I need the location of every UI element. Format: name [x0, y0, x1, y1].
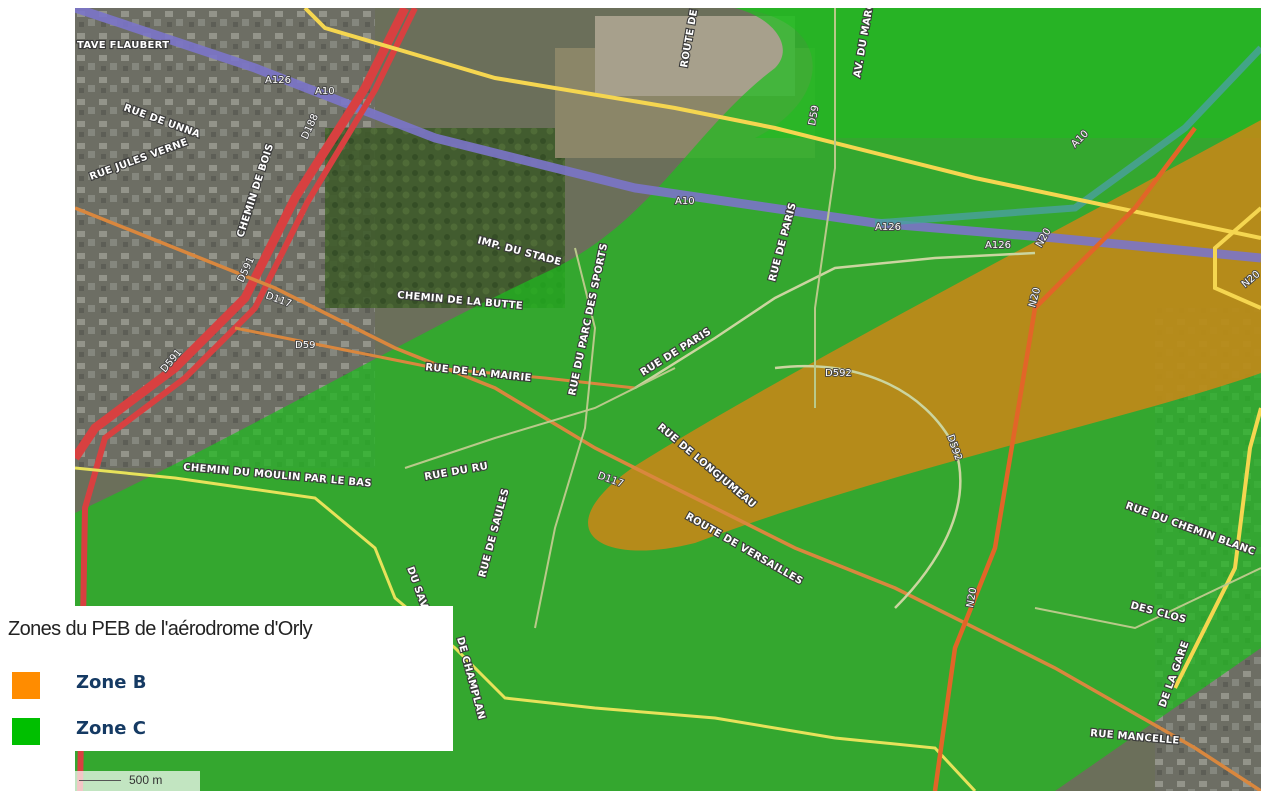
road-a126 [874, 45, 1261, 227]
legend-swatch-zone-b [12, 672, 40, 699]
map-canvas: TAVE FLAUBERT RUE DE UNNA RUE JULES VERN… [75, 8, 1261, 791]
label-n20-4: N20 [965, 587, 979, 609]
road-a10 [75, 8, 1261, 263]
map-view[interactable]: TAVE FLAUBERT RUE DE UNNA RUE JULES VERN… [75, 8, 1261, 791]
label-a10-1: A10 [315, 86, 335, 97]
scale-bar: 500 m [75, 771, 200, 791]
road-d117 [75, 206, 1261, 791]
road-d188 [75, 8, 410, 461]
road-d59 [234, 326, 636, 390]
road-minor-3 [814, 8, 836, 408]
label-a10-2: A10 [675, 196, 695, 207]
legend-label-zone-c: Zone C [76, 718, 146, 739]
road-minor-4 [1034, 567, 1261, 630]
road-minor-1 [404, 367, 676, 469]
zone-b-area [588, 120, 1261, 551]
road-yellow-south [75, 466, 977, 791]
label-d59-1: D59 [295, 340, 315, 351]
legend-item-zone-c: Zone C [12, 716, 432, 745]
road-rue-de-paris [634, 251, 1036, 390]
label-a126-3: A126 [985, 240, 1011, 251]
road-minor-2 [534, 247, 597, 629]
zone-c-area [75, 8, 1261, 791]
road-n20 [932, 126, 1197, 791]
label-a126-2: A126 [875, 222, 901, 233]
label-d592-1: D592 [825, 368, 852, 379]
road-d592 [774, 364, 962, 609]
road-yellow-east [1213, 206, 1261, 310]
label-a126-1: A126 [265, 75, 291, 86]
road-yellow-north [303, 8, 1261, 240]
scale-label: 500 m [129, 773, 163, 787]
label-flaubert: TAVE FLAUBERT [77, 40, 169, 51]
label-d59-2: D59 [807, 104, 821, 126]
road-d591 [77, 8, 418, 791]
legend-label-zone-b: Zone B [76, 672, 147, 693]
legend-item-zone-b: Zone B [12, 670, 432, 699]
zone-c-area-north [735, 8, 1261, 138]
legend-title: Zones du PEB de l'aérodrome d'Orly [8, 618, 313, 640]
legend-swatch-zone-c [12, 718, 40, 745]
road-yellow-east-south [1173, 407, 1261, 689]
scale-line [79, 780, 121, 781]
map-legend: Zones du PEB de l'aérodrome d'Orly Zone … [0, 606, 453, 751]
